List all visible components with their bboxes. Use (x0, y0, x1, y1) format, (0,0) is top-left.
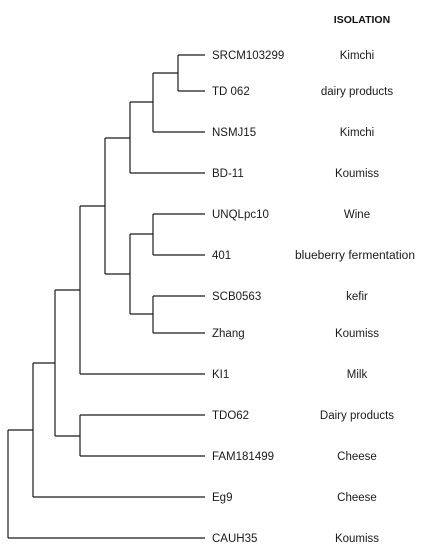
isolation-label: Koumiss (335, 533, 379, 545)
strain-label: SCB0563 (212, 291, 261, 303)
isolation-label: dairy products (321, 86, 393, 98)
strain-label: 401 (212, 250, 231, 262)
strain-label: UNQLpc10 (212, 209, 269, 221)
isolation-labels: Kimchi dairy products Kimchi Koumiss Win… (295, 50, 415, 545)
strain-label: TDO62 (212, 410, 249, 422)
isolation-label: Cheese (337, 492, 377, 504)
strain-label: FAM181499 (212, 451, 274, 463)
isolation-label: blueberry fermentation (295, 250, 415, 262)
strain-label: Eg9 (212, 492, 232, 504)
strain-label: CAUH35 (212, 533, 257, 545)
isolation-label: Kimchi (340, 127, 375, 139)
isolation-label: Koumiss (335, 328, 379, 340)
strain-label: TD 062 (212, 86, 250, 98)
isolation-label: Milk (347, 369, 368, 381)
isolation-column-header: ISOLATION (334, 14, 390, 26)
isolation-label: Kimchi (340, 50, 375, 62)
isolation-label: Cheese (337, 451, 377, 463)
strain-label: BD-11 (212, 168, 244, 180)
strain-label: Zhang (212, 328, 245, 340)
strain-label: NSMJ15 (212, 127, 256, 139)
strain-label: SRCM103299 (212, 50, 284, 62)
isolation-label: Dairy products (320, 410, 394, 422)
strain-label: KI1 (212, 369, 229, 381)
tree-branches (7, 54, 205, 539)
isolation-label: Koumiss (335, 168, 379, 180)
isolation-label: kefir (346, 291, 368, 303)
strain-labels: SRCM103299 TD 062 NSMJ15 BD-11 UNQLpc10 … (212, 50, 284, 545)
isolation-label: Wine (344, 209, 370, 221)
